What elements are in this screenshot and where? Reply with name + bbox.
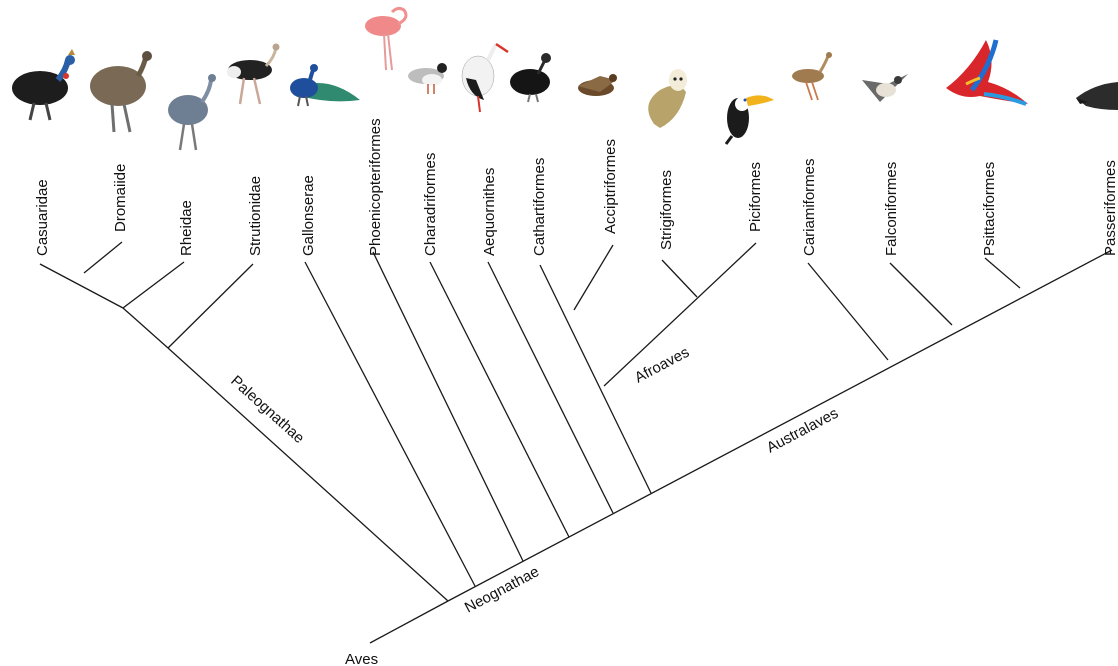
clade-label-australaves: Australaves [764,405,841,457]
taxon-label-aequornithes: Aequornithes [481,168,498,256]
branch-rheidae [123,262,184,308]
branch-paleognathae-stem [168,348,448,601]
gull-icon [408,63,447,94]
bird-illustrations [12,8,1118,150]
taxon-label-charadriformes: Charadriformes [422,153,439,256]
crow-icon [1076,82,1118,110]
taxon-label-gallonserae: Gallonserae [300,175,317,256]
vulture-icon [510,53,551,102]
branch-strutionidae [168,264,253,348]
cassowary-icon [12,49,75,120]
branch-charadriformes [430,262,569,537]
branch-dromaiide [84,242,122,273]
clade-label-neognathae: Neognathae [462,563,542,616]
taxon-label-casuaridae: Casuaridae [34,179,51,256]
taxon-label-strutionidae: Strutionidae [247,176,264,256]
branch-neognathae-spine [448,250,1112,601]
taxon-label-strigiformes: Strigiformes [658,170,675,250]
taxon-label-cathartiformes: Cathartiformes [531,158,548,256]
ostrich-icon [227,44,280,105]
toucan-icon [726,95,774,144]
taxon-label-phoenicopteriformes: Phoenicopteriformes [367,118,384,256]
rhea-icon [168,74,216,150]
branch-falconiformes [890,263,952,325]
owl-icon [648,69,687,128]
taxon-labels: Casuaridae Dromaiide Rheidae Strutionida… [34,118,1118,256]
taxon-label-falconiformes: Falconiformes [883,162,900,256]
seriema-icon [792,52,832,100]
tree-branches [40,242,1112,643]
eagle-icon [578,74,617,96]
branch-cariamiformes [808,263,888,360]
taxon-label-acciptriformes: Acciptriformes [602,139,619,234]
branch-strigiformes [662,260,697,297]
taxon-label-passeriformes: Passeriformes [1102,160,1118,256]
taxon-label-cariamiformes: Cariamiformes [801,158,818,256]
taxon-label-dromaiide: Dromaiide [112,164,129,232]
falcon-icon [862,74,908,102]
clade-label-afroaves: Afroaves [632,344,692,387]
branch-paleognathae-inner-2 [40,264,123,308]
root-branch [370,601,448,643]
flamingo-icon [365,8,406,70]
root-label: Aves [345,651,378,666]
branch-gallonserae [305,262,475,586]
taxon-label-piciformes: Piciformes [747,162,764,232]
stork-icon [462,44,508,112]
taxon-label-rheidae: Rheidae [178,200,195,256]
branch-psittaciformes [985,258,1020,288]
emu-icon [90,51,152,132]
branch-acciptriformes [574,245,613,310]
macaw-icon [946,40,1028,104]
clade-label-paleognathae: Paleognathae [227,372,307,447]
branch-afroaves-stem [540,265,651,493]
branch-paleognathae-inner-1 [123,308,168,348]
branch-aequornithes [488,262,613,513]
peafowl-icon [290,64,360,106]
taxon-label-psittaciformes: Psittaciformes [981,162,998,256]
